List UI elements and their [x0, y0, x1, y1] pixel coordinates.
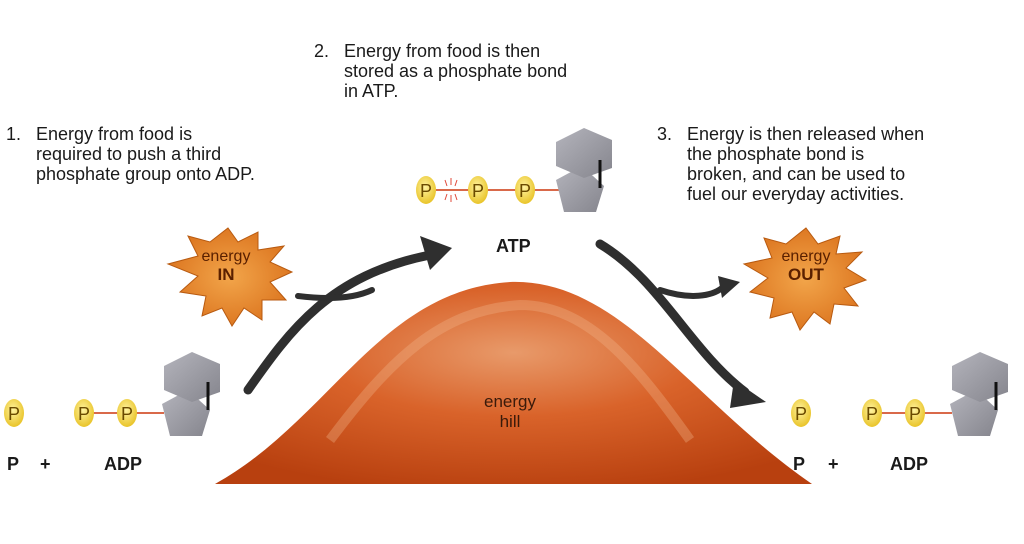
- step-3-line-2: the phosphate bond is: [687, 144, 865, 164]
- step-3-caption: 3. Energy is then released when the phos…: [657, 124, 1017, 204]
- energy-out-line-1: energy: [781, 248, 831, 265]
- adp-label-left: ADP: [104, 454, 143, 474]
- adp-right-p1: P: [866, 404, 878, 424]
- energy-hill-label: energy hill: [470, 392, 550, 432]
- step-1-line-2: required to push a third: [36, 144, 222, 164]
- atp-p1: P: [420, 181, 432, 201]
- step-3-line-4: fuel our everyday activities.: [687, 184, 905, 204]
- adp-molecule-right: P P: [862, 352, 1008, 436]
- energy-out-line-2: OUT: [788, 265, 824, 284]
- atp-p3: P: [519, 181, 531, 201]
- adp-right-p2: P: [909, 404, 921, 424]
- step-2-line-3: in ATP.: [344, 81, 399, 101]
- energy-hill: [215, 281, 812, 484]
- step-2-caption: 2. Energy from food is then stored as a …: [314, 41, 654, 101]
- atp-label: ATP: [496, 236, 531, 256]
- adp-left-p1: P: [78, 404, 90, 424]
- arrow-adp-to-atp-head: [420, 236, 452, 270]
- free-phosphate-right: P: [791, 399, 811, 427]
- step-1-caption: 1. Energy from food is required to push …: [6, 124, 336, 184]
- phosphate-label-left: P: [7, 454, 20, 474]
- energy-hill-highlight: [326, 299, 695, 444]
- arrow-atp-to-adp: [595, 239, 750, 397]
- atp-bond-break-icon: [444, 178, 458, 202]
- free-phosphate-left: P: [4, 399, 24, 427]
- energy-in-line-1: energy: [201, 248, 251, 265]
- step-1-number: 1.: [6, 124, 22, 144]
- atp-molecule: P P P: [416, 128, 612, 212]
- arrow-energy-in: [295, 287, 375, 301]
- arrow-adp-to-atp: [243, 250, 435, 395]
- arrow-atp-to-adp-head: [730, 380, 766, 408]
- energy-hill-line-1: energy: [484, 392, 536, 411]
- step-3-line-3: broken, and can be used to: [687, 164, 906, 184]
- plus-left: +: [40, 454, 51, 474]
- energy-out-burst: [742, 227, 868, 331]
- plus-right: +: [828, 454, 839, 474]
- arrow-energy-out: [657, 285, 725, 299]
- energy-out-label: energy OUT: [764, 248, 848, 284]
- phosphate-label-right: P: [793, 454, 806, 474]
- adp-molecule-left: P P: [74, 352, 220, 436]
- arrow-energy-out-head: [718, 276, 740, 298]
- energy-in-line-2: IN: [217, 265, 235, 284]
- step-1-line-1: Energy from food is: [36, 124, 193, 144]
- step-2-line-1: Energy from food is then: [344, 41, 541, 61]
- energy-in-label: energy IN: [184, 248, 268, 284]
- step-1-line-3: phosphate group onto ADP.: [36, 164, 255, 184]
- energy-in-burst: [166, 227, 294, 327]
- adp-left-p2: P: [121, 404, 133, 424]
- adp-label-right: ADP: [890, 454, 929, 474]
- step-2-number: 2.: [314, 41, 330, 61]
- svg-text:P: P: [8, 404, 20, 424]
- atp-p2: P: [472, 181, 484, 201]
- step-3-line-1: Energy is then released when: [687, 124, 925, 144]
- energy-hill-line-2: hill: [499, 412, 521, 431]
- step-2-line-2: stored as a phosphate bond: [344, 61, 568, 81]
- step-3-number: 3.: [657, 124, 673, 144]
- svg-text:P: P: [795, 404, 807, 424]
